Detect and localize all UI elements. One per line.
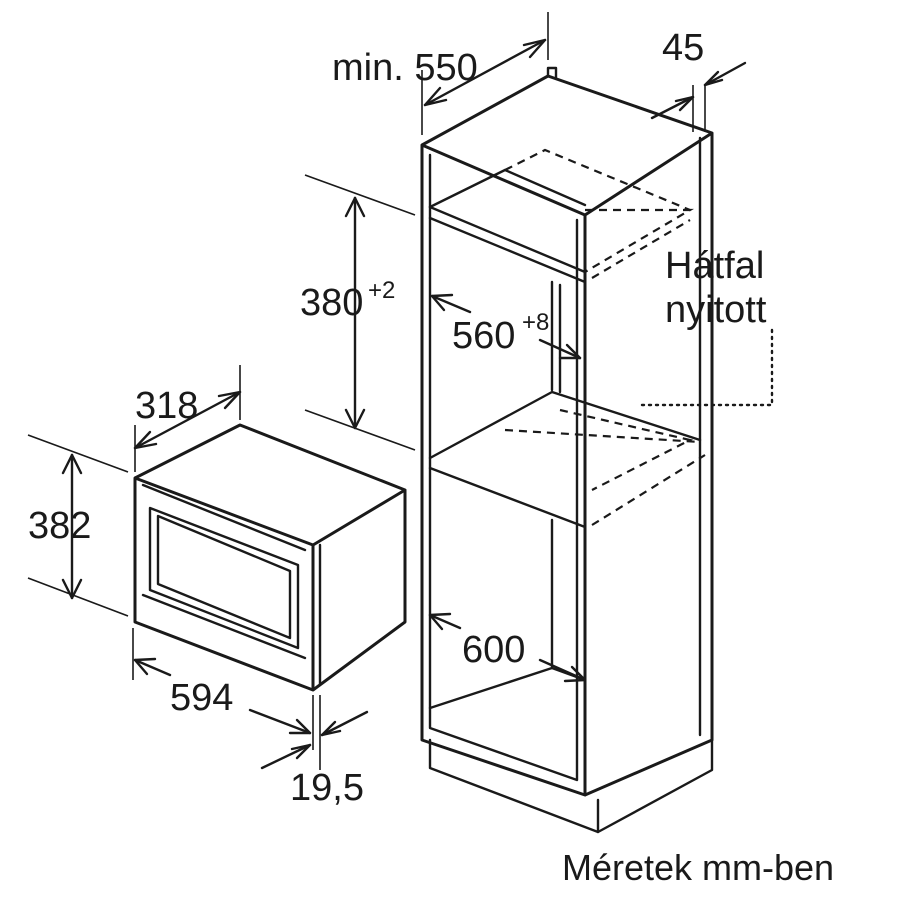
appliance-depth-label: 318 <box>135 385 198 427</box>
cabinet-depth-label: min. 550 <box>332 47 478 89</box>
cabinet-width-label: 600 <box>462 629 525 671</box>
appliance-width-label: 594 <box>170 677 233 719</box>
niche-height-tolerance: +2 <box>368 277 395 304</box>
units-caption: Méretek mm-ben <box>562 847 834 888</box>
microwave-appliance <box>133 423 407 692</box>
door-thickness-label: 19,5 <box>290 767 364 809</box>
appliance-height-label: 382 <box>28 505 91 547</box>
gap-width-label: 45 <box>662 27 704 69</box>
back-wall-note-line2: nyitott <box>665 289 767 331</box>
niche-width-label: 560 <box>452 315 515 357</box>
niche-height-label: 380 <box>300 282 363 324</box>
dimension-lines <box>27 12 747 770</box>
back-wall-note-line1: Hátfal <box>665 245 764 287</box>
tall-cabinet <box>420 66 774 834</box>
niche-width-tolerance: +8 <box>522 309 549 336</box>
